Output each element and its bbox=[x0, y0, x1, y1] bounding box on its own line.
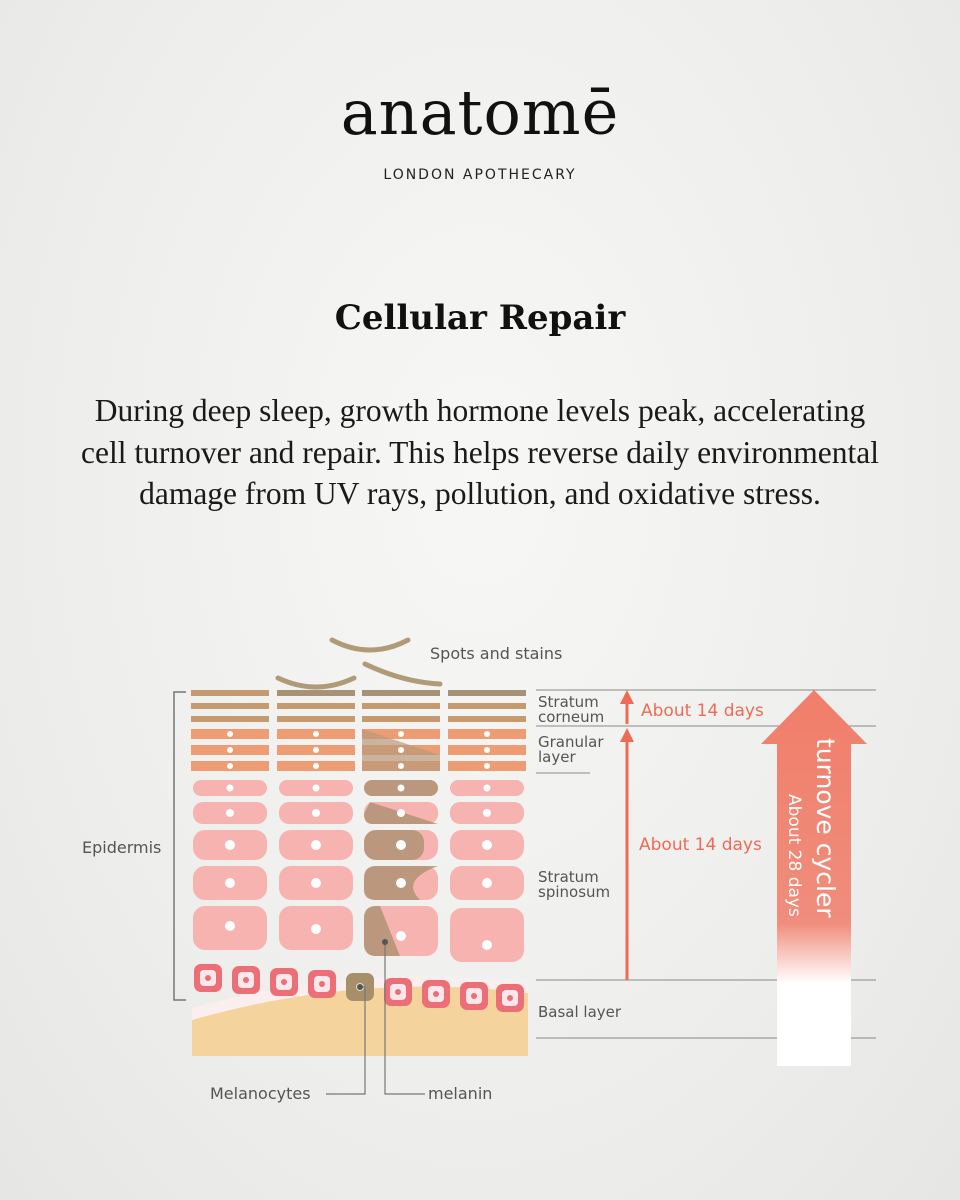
basal-layer-cells bbox=[194, 964, 524, 1012]
label-granular-1: Granular bbox=[538, 733, 604, 751]
spot-arc bbox=[329, 637, 411, 653]
label-stratum-corneum-1: Stratum bbox=[538, 693, 599, 711]
label-granular-2: layer bbox=[538, 748, 576, 766]
melanin-spread bbox=[364, 780, 438, 956]
label-spots: Spots and stains bbox=[430, 644, 562, 663]
label-about-14-top: About 14 days bbox=[641, 701, 764, 721]
intro-paragraph: During deep sleep, growth hormone levels… bbox=[80, 393, 880, 511]
page-title: Cellular Repair bbox=[334, 298, 626, 338]
label-spinosum-2: spinosum bbox=[538, 883, 610, 901]
label-stratum-corneum-2: corneum bbox=[538, 708, 604, 726]
arrow-14-days-top bbox=[620, 690, 634, 724]
label-melanocytes: Melanocytes bbox=[210, 1084, 311, 1103]
label-turnover: turnove cycler bbox=[811, 738, 840, 918]
skin-layer-diagram: Spots and stains bbox=[82, 637, 876, 1103]
label-about-28: About 28 days bbox=[784, 794, 804, 917]
brand-logo: anatomē bbox=[340, 76, 620, 149]
brand-tagline: LONDON APOTHECARY bbox=[383, 167, 577, 183]
label-basal: Basal layer bbox=[538, 1003, 622, 1021]
spot-arc bbox=[362, 661, 443, 687]
turnover-cycle-arrow bbox=[761, 690, 867, 1066]
label-epidermis: Epidermis bbox=[82, 838, 161, 857]
spot-arc bbox=[275, 675, 357, 690]
granular-layer-cells bbox=[191, 729, 526, 771]
label-about-14-mid: About 14 days bbox=[639, 835, 762, 855]
epidermis-bracket bbox=[173, 691, 186, 1001]
label-melanin: melanin bbox=[428, 1084, 492, 1103]
arrow-14-days-mid bbox=[620, 728, 634, 980]
spots-arcs bbox=[275, 637, 443, 690]
stratum-spinosum-cells bbox=[193, 780, 524, 962]
melanin-leader bbox=[384, 942, 425, 1095]
label-spinosum-1: Stratum bbox=[538, 868, 599, 886]
